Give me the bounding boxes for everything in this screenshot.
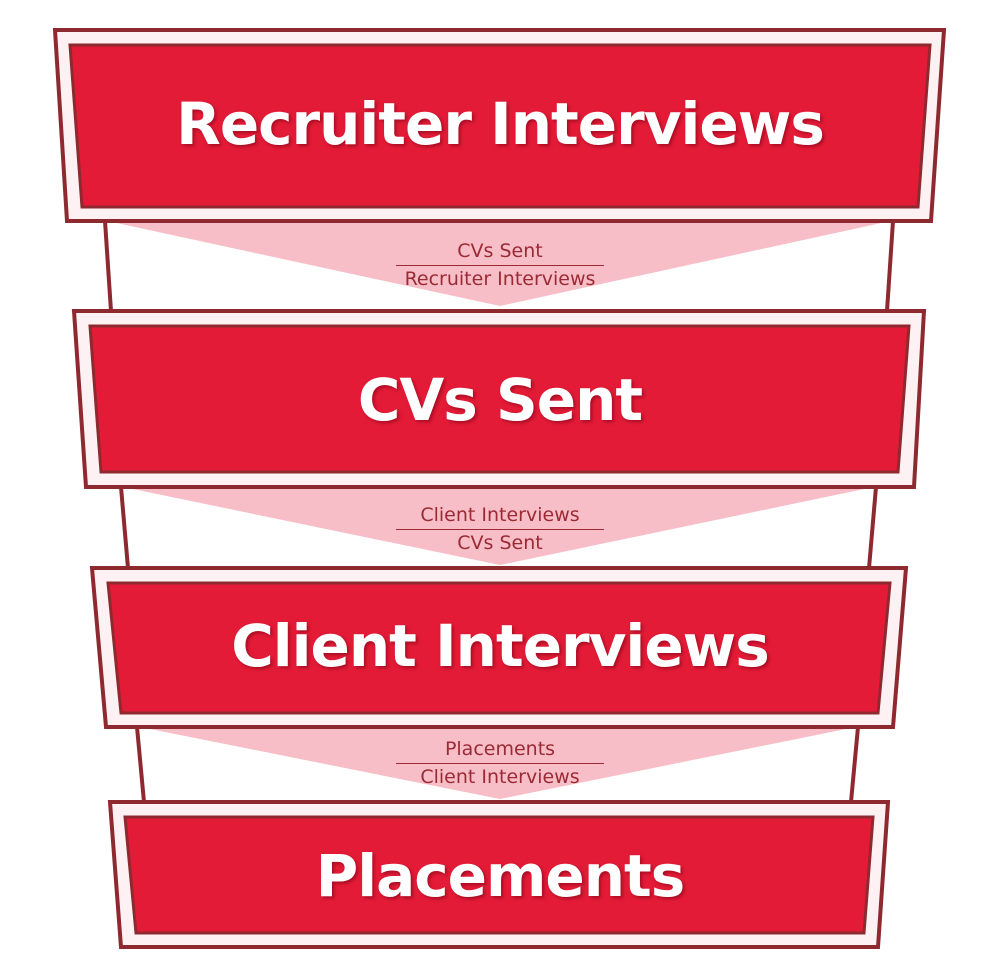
- stage-box-recruiter-interviews: [52, 28, 947, 223]
- ratio-denominator: Recruiter Interviews: [404, 268, 596, 290]
- stage-box-placements: [107, 800, 891, 949]
- stage-label-recruiter-interviews: Recruiter Interviews: [176, 90, 825, 158]
- ratio-denominator: CVs Sent: [457, 532, 543, 554]
- ratio-denominator: Client Interviews: [420, 766, 580, 788]
- conversion-arrow-1: [112, 222, 886, 306]
- fraction-bar: [396, 763, 604, 764]
- conversion-arrow-2: [128, 488, 869, 565]
- stage-label-client-interviews: Client Interviews: [231, 612, 770, 680]
- stage-box-client-interviews: [89, 566, 909, 729]
- ratio-numerator: Placements: [444, 738, 556, 760]
- fraction-bar: [396, 529, 604, 530]
- conversion-ratio-3: Placements Client Interviews: [0, 736, 1000, 791]
- conversion-ratio-1: CVs Sent Recruiter Interviews: [0, 238, 1000, 293]
- stage-label-placements: Placements: [315, 842, 686, 910]
- ratio-numerator: CVs Sent: [457, 240, 543, 262]
- fraction-bar: [396, 265, 604, 266]
- stage-label-cvs-sent: CVs Sent: [357, 366, 643, 434]
- stage-box-cvs-sent: [71, 309, 927, 489]
- ratio-numerator: Client Interviews: [420, 504, 580, 526]
- conversion-ratio-2: Client Interviews CVs Sent: [0, 502, 1000, 557]
